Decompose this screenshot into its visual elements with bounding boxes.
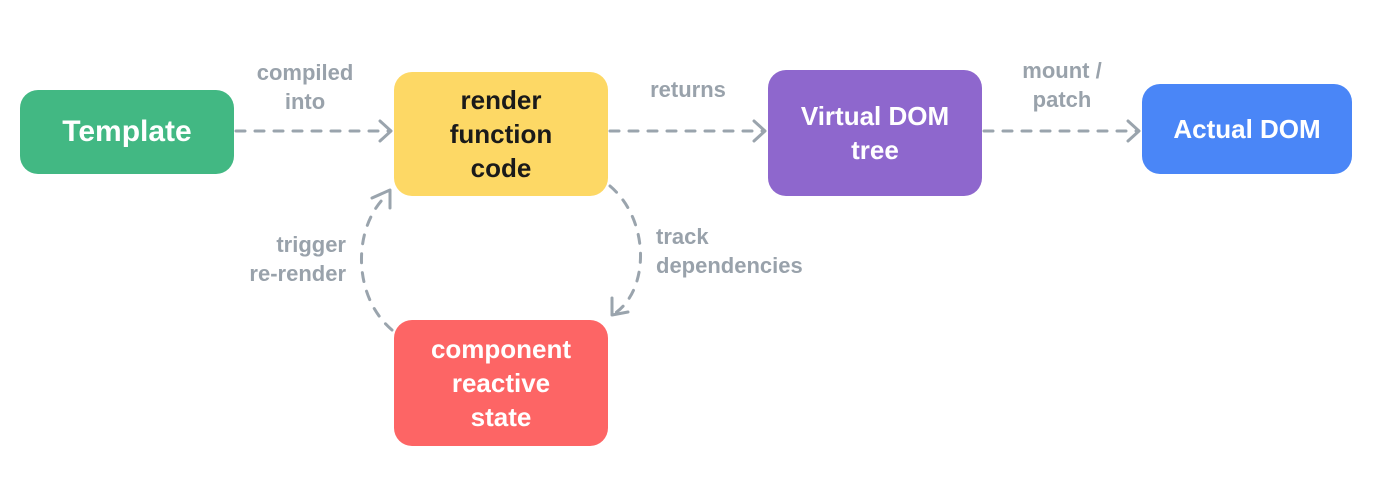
reactive-state-node-label: component reactive state: [430, 334, 572, 432]
edge-label-compiled-into: compiled into: [256, 60, 354, 114]
actual-dom-node: Actual DOM: [1142, 84, 1352, 174]
virtual-dom-node-label: Virtual DOM tree: [800, 101, 950, 165]
template-node: Template: [20, 90, 234, 174]
arrowhead-track-dependencies: [610, 296, 630, 317]
arrowhead-compiled-into: [378, 119, 393, 143]
render-function-node: render function code: [394, 72, 608, 196]
edge-label-returns: returns: [650, 77, 726, 102]
virtual-dom-node: Virtual DOM tree: [768, 70, 982, 196]
edge-track-dependencies: [608, 184, 642, 316]
arrowhead-returns: [752, 119, 767, 143]
arrowhead-mount-patch: [1126, 119, 1141, 143]
edge-label-mount-patch: mount / patch: [1022, 58, 1102, 112]
arrowhead-trigger-rerender: [370, 188, 392, 210]
edge-trigger-rerender: [360, 192, 394, 332]
edge-label-track-dependencies: track dependencies: [656, 224, 803, 278]
reactive-state-node: component reactive state: [394, 320, 608, 446]
edge-label-trigger-rerender: trigger re-render: [249, 232, 346, 286]
actual-dom-node-label: Actual DOM: [1173, 114, 1321, 144]
template-node-label: Template: [62, 115, 192, 148]
render-function-node-label: render function code: [449, 85, 553, 183]
